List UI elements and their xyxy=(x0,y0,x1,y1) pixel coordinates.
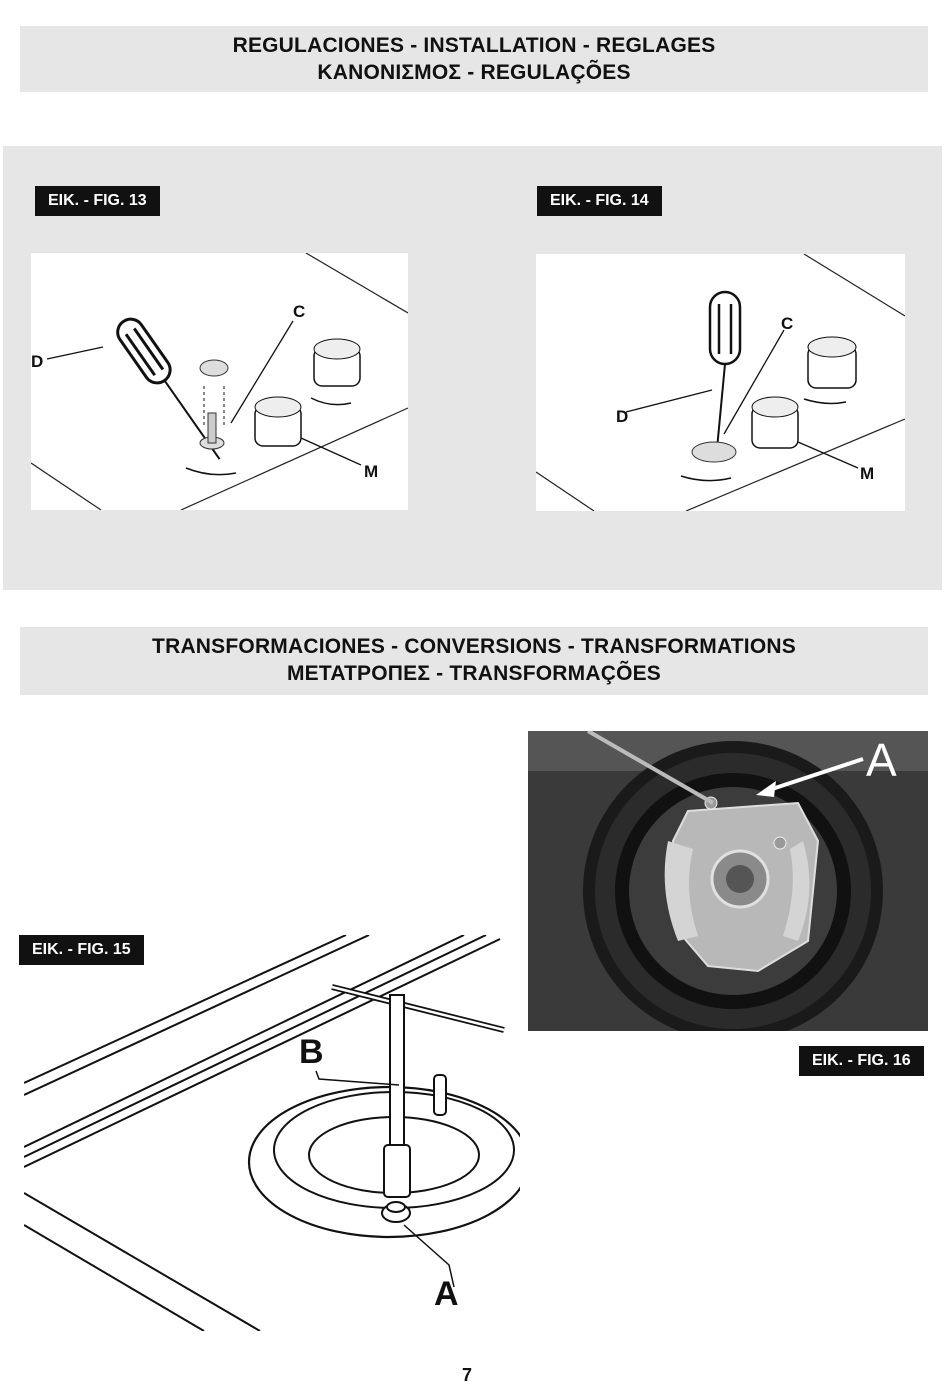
fig14-illustration: C D M xyxy=(536,254,905,511)
fig16-drawing: A xyxy=(528,731,928,1031)
fig13-label: EIK. - FIG. 13 xyxy=(35,186,160,216)
heading-line-2: ΜΕΤΑΤΡΟΠΕΣ - TRANSFORMAÇÕES xyxy=(20,660,928,687)
heading-line-2: ΚΑΝΟΝΙΣΜΟΣ - REGULAÇÕES xyxy=(20,59,928,86)
fig15-drawing: B A xyxy=(24,935,520,1331)
fig13-illustration: C D M xyxy=(31,253,408,510)
fig16-callout-a: A xyxy=(866,734,897,786)
section-heading-regulations: REGULACIONES - INSTALLATION - REGLAGES Κ… xyxy=(20,26,928,92)
fig14-label: EIK. - FIG. 14 xyxy=(537,186,662,216)
fig14-drawing: C D M xyxy=(536,254,905,511)
fig14-callout-d: D xyxy=(616,407,628,426)
fig13-drawing: C D M xyxy=(31,253,408,510)
fig15-callout-a: A xyxy=(434,1275,459,1313)
section-heading-conversions: TRANSFORMACIONES - CONVERSIONS - TRANSFO… xyxy=(20,627,928,695)
fig14-callout-m: M xyxy=(860,464,874,483)
page-number: 7 xyxy=(462,1365,472,1386)
fig16-photo: A xyxy=(528,731,928,1031)
fig13-callout-c: C xyxy=(293,302,305,321)
fig14-callout-c: C xyxy=(781,314,793,333)
fig15-callout-b: B xyxy=(299,1033,324,1071)
fig13-callout-d: D xyxy=(31,352,43,371)
heading-line-1: TRANSFORMACIONES - CONVERSIONS - TRANSFO… xyxy=(20,633,928,660)
fig15-illustration: B A xyxy=(24,935,520,1331)
fig16-label: EIK. - FIG. 16 xyxy=(799,1046,924,1076)
heading-line-1: REGULACIONES - INSTALLATION - REGLAGES xyxy=(20,32,928,59)
fig13-callout-m: M xyxy=(364,462,378,481)
